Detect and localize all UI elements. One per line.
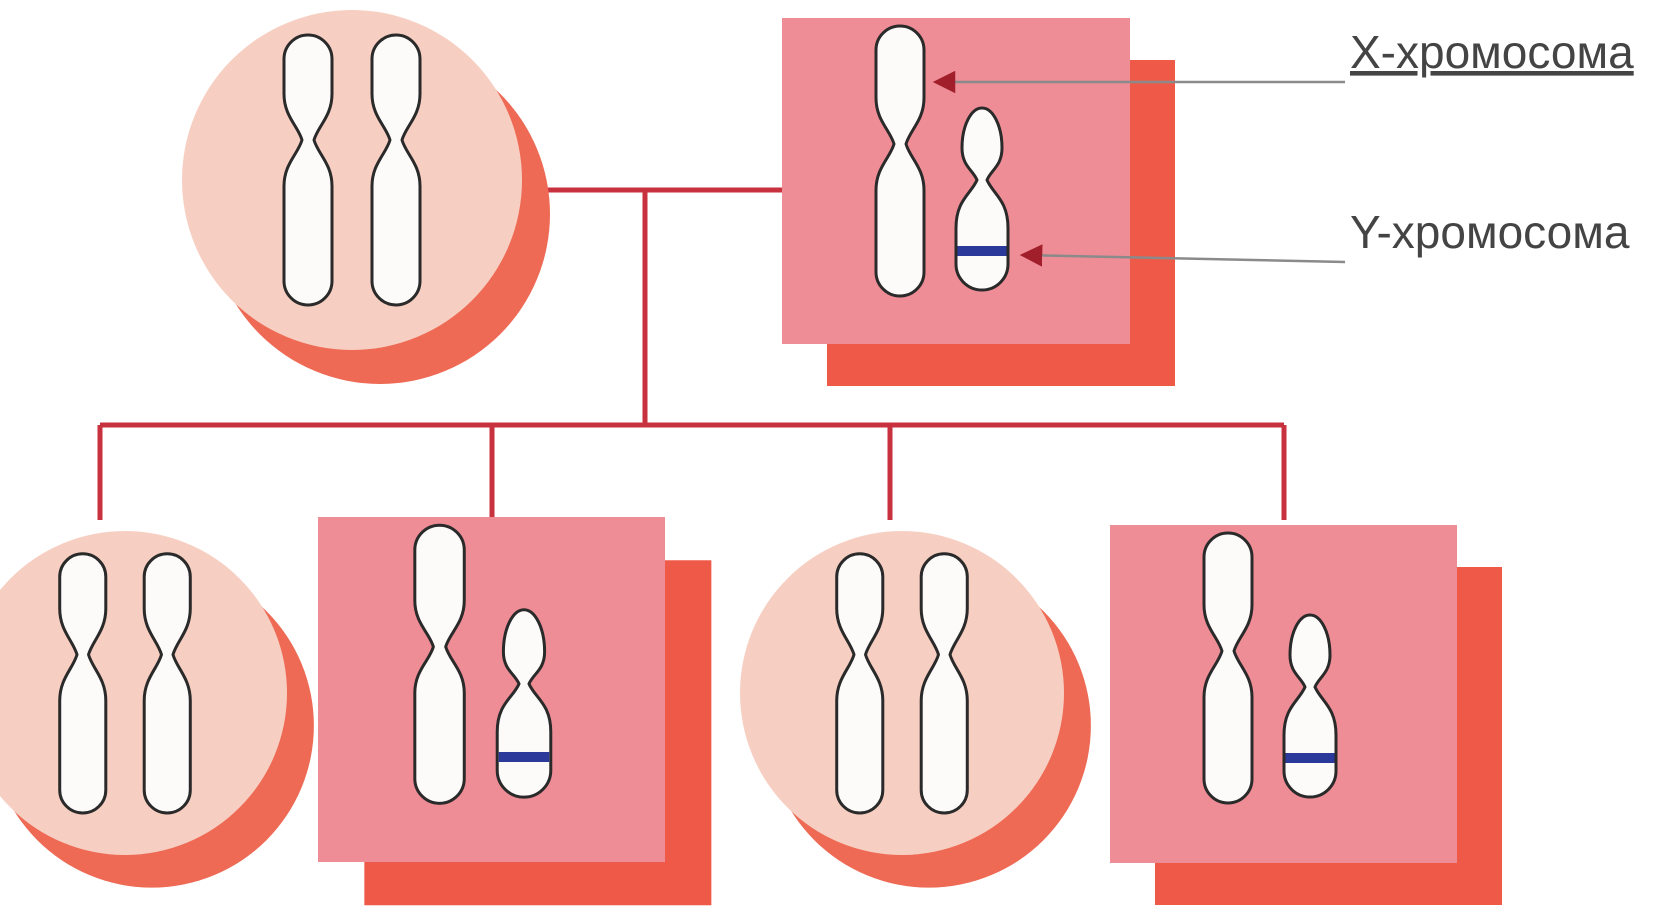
female-cell-body xyxy=(182,10,522,350)
x-chromosome xyxy=(60,554,106,813)
male-cell-body xyxy=(782,18,1130,344)
y-chromosome xyxy=(956,108,1008,290)
parent-male-cell xyxy=(782,18,1175,386)
x-chromosome xyxy=(837,554,883,813)
x-chromosome-label: X-хромосома xyxy=(1350,26,1634,78)
y-chromosome-band xyxy=(958,246,1007,256)
x-chromosome xyxy=(372,35,420,305)
x-chromosome xyxy=(284,35,332,305)
male-cell-body xyxy=(318,517,665,862)
x-chromosome xyxy=(921,554,967,813)
y-chromosome-label: Y-хромосома xyxy=(1350,206,1630,258)
child-female-cell-2 xyxy=(740,531,1091,888)
child-female-cell-1 xyxy=(0,531,314,888)
y-chromosome-band xyxy=(499,752,550,762)
y-chromosome xyxy=(1284,615,1336,797)
x-chromosome xyxy=(144,554,190,813)
y-chromosome-band xyxy=(1286,753,1335,763)
cells-group xyxy=(0,10,1502,905)
child-male-cell-2 xyxy=(1110,525,1502,905)
child-male-cell-1 xyxy=(318,517,711,905)
y-chromosome xyxy=(497,610,551,797)
parent-female-cell xyxy=(182,10,550,384)
female-cell-body xyxy=(740,531,1064,855)
male-cell-body xyxy=(1110,525,1457,863)
